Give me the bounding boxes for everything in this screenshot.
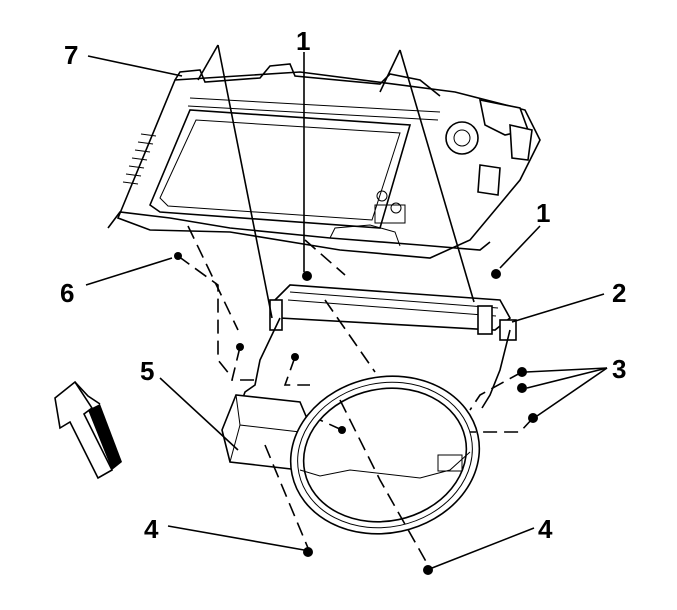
callout-1-top: 1 [296,26,310,56]
callout-3: 3 [612,354,626,384]
lower-duct-housing [221,284,517,535]
callout-7: 7 [64,40,78,70]
callout-4-right: 4 [538,514,553,544]
callout-4-left: 4 [144,514,159,544]
callout-1-right: 1 [536,198,550,228]
callout-labels: 7 1 1 2 6 5 3 4 4 [60,26,626,544]
callout-6: 6 [60,278,74,308]
front-direction-arrow-icon [54,380,122,480]
grill-texture [122,133,157,185]
leader-lines [85,44,608,569]
callout-5: 5 [140,356,154,386]
upper-frame-assembly [107,63,541,259]
callout-2: 2 [612,278,626,308]
alignment-lines [177,225,534,566]
